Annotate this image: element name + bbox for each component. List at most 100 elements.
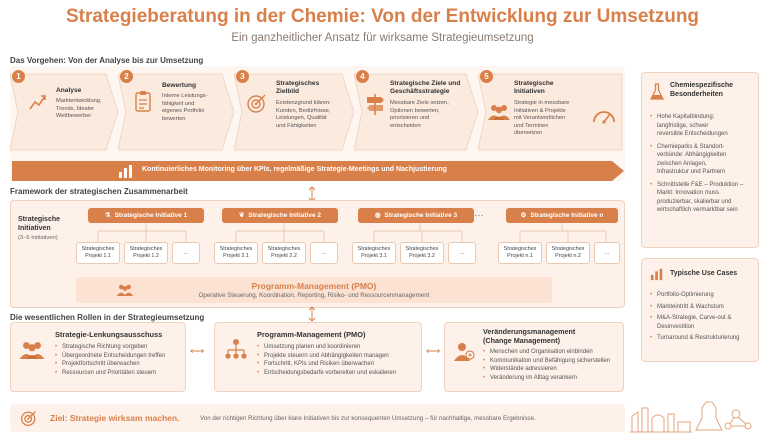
project-card[interactable]: Strategisches Projekt 1.1 xyxy=(76,242,120,264)
role-card-change: Veränderungsmanagement (Change Managemen… xyxy=(444,322,624,392)
team-icon xyxy=(488,105,510,120)
initiative-n-header[interactable]: ⚙Strategische Initiative n xyxy=(506,208,618,223)
initiative-title: Strategische Initiative 1 xyxy=(114,212,188,219)
role-item: Widerstände adressieren xyxy=(483,365,610,374)
step-number: 3 xyxy=(236,70,249,83)
double-arrow-icon: ⟷ xyxy=(426,346,441,357)
monitoring-text: Kontinuierliches Monitoring über KPIs, r… xyxy=(142,166,447,173)
initiatives-count: (3–5 Initiativen) xyxy=(18,235,58,241)
role-list: Menschen und Organisation einbinden Komm… xyxy=(483,348,610,382)
chemical-plant-illustration xyxy=(630,401,752,433)
double-arrow-icon: ⟷ xyxy=(190,346,205,357)
role-list: Umsetzung planen und koordinieren Projek… xyxy=(257,343,396,377)
page-subtitle: Ein ganzheitlicher Ansatz für wirksame S… xyxy=(231,32,534,44)
step-text: Marktentwicklung, Trends, Idealer Wettbe… xyxy=(56,98,102,120)
project-more: … xyxy=(172,242,200,264)
sidebar-chem-item: Chemieparks & Standort- verbünde: Abhäng… xyxy=(650,143,756,177)
step-number: 2 xyxy=(120,70,133,83)
role-list: Strategische Richtung vorgeben Übergeord… xyxy=(55,343,165,377)
usecase-item: M&A-Strategie, Carve-out & Desinvestitio… xyxy=(650,314,756,331)
step-text: Existenzgrund klären: Kunden, Bedürfniss… xyxy=(276,100,331,129)
person-change-icon xyxy=(454,343,475,361)
sidebar-chem-title: Chemiespezifische Besonderheiten xyxy=(670,82,734,98)
role-item: Projekte steuern und Abhängigkeiten mana… xyxy=(257,352,396,361)
initiative-3-header[interactable]: ◍Strategische Initiative 3 xyxy=(358,208,474,223)
roles-heading: Die wesentlichen Rollen in der Strategie… xyxy=(10,313,205,322)
chevron-shape xyxy=(354,73,479,151)
target-icon xyxy=(20,410,37,427)
project-card[interactable]: Strategisches Projekt 3.2 xyxy=(400,242,444,264)
step-number: 1 xyxy=(12,70,25,83)
chevron-shape xyxy=(234,73,355,151)
pmo-title: Programm-Management (PMO) xyxy=(251,281,377,291)
role-card-steering: Strategie-Lenkungsausschuss Strategische… xyxy=(10,322,186,392)
sidebar-chem-item: Hohe Kapitalbindung: langfristige, schwe… xyxy=(650,113,756,139)
goal-label: Ziel: Strategie wirksam machen. xyxy=(50,413,180,423)
project-card[interactable]: Strategisches Projekt n.2 xyxy=(546,242,590,264)
sidebar-usecases-title: Typische Use Cases xyxy=(670,270,738,277)
project-more: … xyxy=(594,242,620,264)
initiatives-label: Strategische Initiativen (3–5 Initiative… xyxy=(18,215,78,241)
role-card-pmo: Programm-Management (PMO) Umsetzung plan… xyxy=(214,322,422,392)
step-4: 4 Strategische Ziele und Geschäftsstrate… xyxy=(354,70,480,154)
initiative-title: Strategische Initiative n xyxy=(530,212,604,219)
step-text: Messbare Ziele setzen, Optionen bewerten… xyxy=(390,100,449,129)
committee-icon xyxy=(19,342,45,359)
sidebar-usecases-list: Portfolio-Optimierung Markteintritt & Wa… xyxy=(650,291,756,343)
project-card[interactable]: Strategisches Projekt 2.1 xyxy=(214,242,258,264)
step-number: 4 xyxy=(356,70,369,83)
initiative-2-header[interactable]: ❦Strategische Initiative 2 xyxy=(222,208,338,223)
page-title: Strategieberatung in der Chemie: Von der… xyxy=(65,6,700,27)
role-item: Übergeordnete Entscheidungen treffen xyxy=(55,352,165,361)
pmo-text: Operative Steuerung, Koordination, Repor… xyxy=(198,292,430,299)
step-text: Interne Leistungs- fähigkeit und eigenes… xyxy=(162,93,208,122)
role-item: Ressourcen und Prioritäten steuern xyxy=(55,369,165,378)
initiatives-ellipsis: … xyxy=(474,208,484,219)
step-text: Strategie in messbare Initiativen & Proj… xyxy=(514,100,570,137)
sidebar-chem-panel: Chemiespezifische Besonderheiten Hohe Ka… xyxy=(641,72,759,248)
bar-chart-icon xyxy=(119,165,132,178)
initiative-1-header[interactable]: ⚗Strategische Initiative 1 xyxy=(88,208,204,223)
project-card[interactable]: Strategisches Projekt n.1 xyxy=(498,242,542,264)
step-title: Strategische Initiativen xyxy=(514,80,554,95)
chevron-shape xyxy=(478,73,623,151)
step-1: 1 Analyse Marktentwicklung, Trends, Idea… xyxy=(10,70,120,154)
globe-icon: ◍ xyxy=(374,212,381,219)
step-3: 3 Strategisches Zielbild Existenzgrund k… xyxy=(234,70,356,154)
flask-icon: ⚗ xyxy=(104,212,111,219)
step-title: Strategisches Zielbild xyxy=(276,80,320,95)
project-card[interactable]: Strategisches Projekt 3.1 xyxy=(352,242,396,264)
step-2: 2 Bewertung Interne Leistungs- fähigkeit… xyxy=(118,70,236,154)
project-card[interactable]: Strategisches Projekt 2.2 xyxy=(262,242,306,264)
role-title: Programm-Management (PMO) xyxy=(257,330,366,339)
initiatives-title: Strategische Initiativen xyxy=(18,216,61,232)
role-item: Entscheidungsbedarfe vorbereiten und esk… xyxy=(257,369,396,378)
sidebar-usecases-panel: Typische Use Cases Portfolio-Optimierung… xyxy=(641,258,759,362)
clipboard-icon xyxy=(135,91,151,112)
chevron-shape xyxy=(10,73,119,151)
connector-lines xyxy=(97,223,607,242)
goal-bar: Ziel: Strategie wirksam machen. Von der … xyxy=(10,404,625,432)
role-title: Strategie-Lenkungsausschuss xyxy=(55,330,163,339)
sidebar-chem-list: Hohe Kapitalbindung: langfristige, schwe… xyxy=(650,113,756,215)
sidebar-chem-item: Schnittstelle F&E – Produktion – Markt: … xyxy=(650,181,756,215)
step-title: Strategische Ziele und Geschäftsstrategi… xyxy=(390,80,461,95)
project-card[interactable]: Strategisches Projekt 1.2 xyxy=(124,242,168,264)
analysis-chart-icon xyxy=(29,95,46,110)
role-item: Projektfortschritt überwachen xyxy=(55,360,165,369)
usecase-item: Portfolio-Optimierung xyxy=(650,291,756,300)
double-arrow-vertical-icon xyxy=(308,306,316,322)
initiative-title: Strategische Initiative 3 xyxy=(384,212,458,219)
org-chart-icon xyxy=(225,339,247,359)
initiative-title: Strategische Initiative 2 xyxy=(248,212,322,219)
framework-heading: Framework der strategischen Zusammenarbe… xyxy=(10,187,188,196)
gauge-icon xyxy=(593,111,615,124)
usecase-item: Markteintritt & Wachstum xyxy=(650,303,756,312)
role-item: Fortschritt, KPIs und Risiken überwachen xyxy=(257,360,396,369)
role-item: Kommunikation und Befähigung sicherstell… xyxy=(483,357,610,366)
pmo-bar: Programm-Management (PMO) Operative Steu… xyxy=(76,277,552,303)
monitoring-bar: Kontinuierliches Monitoring über KPIs, r… xyxy=(12,161,624,181)
step-5: 5 Strategische Initiativen Strategie in … xyxy=(478,70,624,154)
bar-chart-icon xyxy=(650,268,663,281)
step-title: Analyse xyxy=(56,87,82,94)
